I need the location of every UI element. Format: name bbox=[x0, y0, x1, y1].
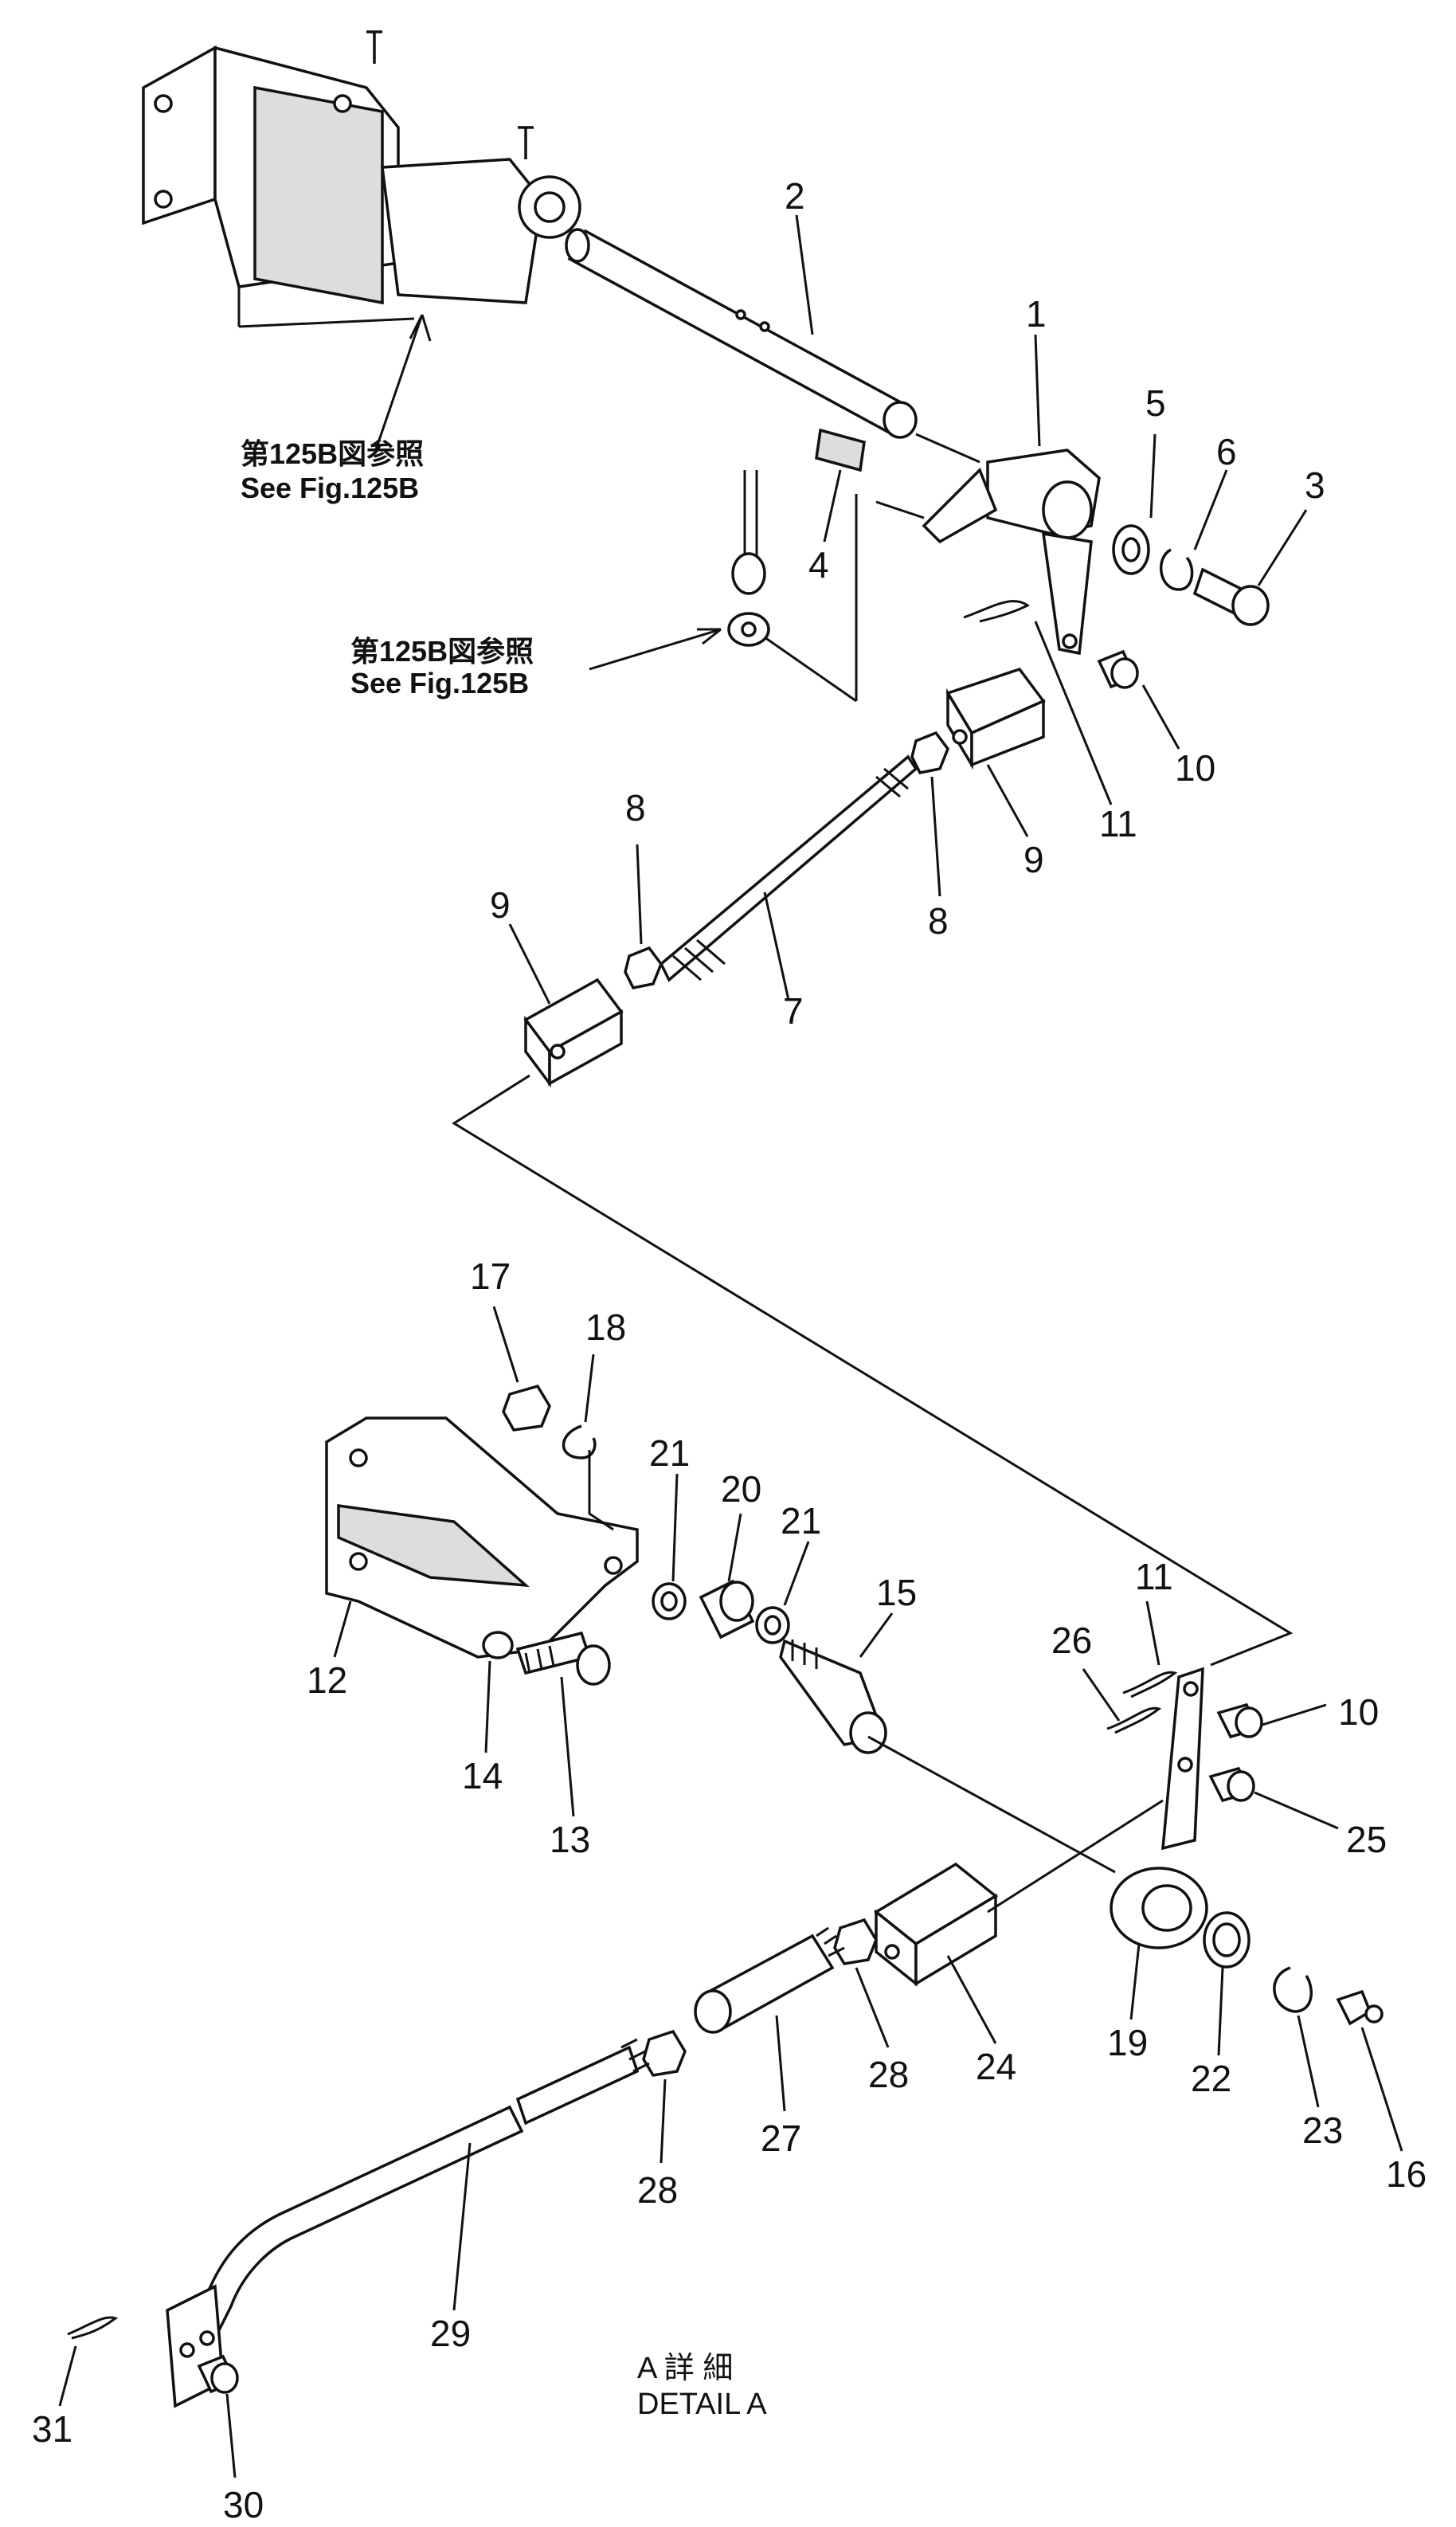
circlip-part-6 bbox=[1159, 548, 1194, 591]
reference-top-jp: 第125B図参照 bbox=[241, 437, 424, 470]
ref-arrow-top bbox=[373, 314, 432, 455]
clevis-part-24 bbox=[873, 1862, 999, 1987]
shaft-part-2 bbox=[565, 228, 980, 464]
part-label-21-left: 21 bbox=[649, 1432, 690, 1474]
part-label-2: 2 bbox=[785, 175, 805, 217]
part-label-10-lower: 10 bbox=[1338, 1691, 1379, 1733]
part-label-1: 1 bbox=[1026, 293, 1047, 335]
part-label-28-left: 28 bbox=[637, 2169, 678, 2211]
part-label-4: 4 bbox=[808, 544, 829, 586]
part-label-8-lower: 8 bbox=[928, 900, 949, 942]
part-label-3: 3 bbox=[1305, 464, 1325, 506]
part-label-8-upper: 8 bbox=[625, 787, 646, 829]
turnbuckle-part-27 bbox=[694, 1926, 845, 2034]
clevis-part-9-lower bbox=[523, 977, 624, 1088]
assembly-link-line bbox=[452, 1074, 1294, 1667]
washer-part-14 bbox=[482, 1631, 514, 1659]
part-label-16: 16 bbox=[1386, 2153, 1427, 2195]
part-label-26: 26 bbox=[1051, 1620, 1092, 1661]
part-label-5: 5 bbox=[1145, 382, 1166, 424]
bent-rod-part-29 bbox=[166, 2038, 650, 2408]
washer-part-18 bbox=[562, 1424, 597, 1459]
part-label-23: 23 bbox=[1302, 2110, 1343, 2151]
part-label-19: 19 bbox=[1107, 2022, 1148, 2063]
part-label-28-right: 28 bbox=[868, 2054, 909, 2095]
bearing-part-20 bbox=[699, 1579, 755, 1640]
nut-part-28-left bbox=[642, 2029, 687, 2077]
bracket-part-12 bbox=[325, 1416, 639, 1659]
cotter-pin-part-26 bbox=[1106, 1706, 1162, 1734]
reference-mid-en: See Fig.125B bbox=[350, 667, 529, 699]
part-label-24: 24 bbox=[976, 2046, 1016, 2087]
part-label-10-upper: 10 bbox=[1175, 747, 1215, 789]
part-label-11-upper: 11 bbox=[1099, 803, 1137, 844]
key-part-4 bbox=[815, 428, 866, 472]
part-label-13: 13 bbox=[550, 1819, 590, 1860]
part-label-15: 15 bbox=[876, 1572, 917, 1613]
threaded-rod-part-7 bbox=[659, 754, 918, 982]
part-label-22: 22 bbox=[1191, 2058, 1231, 2099]
part-label-25: 25 bbox=[1346, 1819, 1387, 1860]
reference-mid-jp: 第125B図参照 bbox=[350, 635, 534, 668]
part-label-17: 17 bbox=[470, 1256, 511, 1297]
rod-end-upper bbox=[727, 470, 858, 703]
part-label-31: 31 bbox=[32, 2408, 72, 2450]
detail-caption-jp: A 詳 細 bbox=[637, 2352, 733, 2385]
part-label-9-upper: 9 bbox=[1024, 839, 1044, 880]
nut-part-8-lower bbox=[624, 946, 663, 989]
part-label-29: 29 bbox=[430, 2313, 471, 2354]
bolt-part-3 bbox=[1192, 567, 1270, 626]
part-label-20: 20 bbox=[721, 1468, 761, 1510]
lever-part-19 bbox=[1110, 1667, 1208, 1949]
pin-part-25 bbox=[1208, 1766, 1255, 1803]
grease-fitting-part-16 bbox=[1336, 1989, 1384, 2026]
pin-part-30 bbox=[197, 2354, 239, 2394]
shaft-part-15 bbox=[779, 1639, 887, 1754]
nut-part-8-upper bbox=[910, 731, 949, 774]
part-label-14: 14 bbox=[462, 1755, 503, 1796]
pin-part-10-upper bbox=[1097, 649, 1139, 689]
part-label-12: 12 bbox=[307, 1659, 347, 1701]
pin-part-10-lower bbox=[1216, 1702, 1263, 1739]
part-label-21-right: 21 bbox=[781, 1500, 821, 1542]
part-label-6: 6 bbox=[1216, 431, 1237, 472]
bolt-part-13 bbox=[515, 1631, 611, 1686]
part-label-9-lower: 9 bbox=[490, 884, 511, 926]
nut-part-17 bbox=[502, 1384, 551, 1432]
lever-part-1 bbox=[875, 449, 1101, 656]
part-number-labels: 2 1 5 6 3 4 10 11 9 8 8 9 7 17 18 21 20 … bbox=[32, 175, 1427, 2525]
reference-top-en: See Fig.125B bbox=[241, 472, 419, 504]
detail-caption-en: DETAIL A bbox=[637, 2388, 767, 2421]
part-label-27: 27 bbox=[761, 2118, 801, 2159]
part-label-7: 7 bbox=[783, 990, 804, 1032]
part-label-11-lower: 11 bbox=[1135, 1556, 1173, 1597]
circlip-part-23 bbox=[1273, 1966, 1313, 2013]
nut-part-28-right bbox=[833, 1918, 878, 1965]
clevis-part-9-upper bbox=[945, 667, 1046, 770]
upper-housing-assembly bbox=[142, 30, 581, 328]
cotter-pin-part-31 bbox=[67, 2316, 119, 2340]
part-label-30: 30 bbox=[223, 2484, 264, 2525]
cotter-pin-part-11-upper bbox=[963, 600, 1030, 623]
part-label-18: 18 bbox=[585, 1307, 626, 1348]
ref-arrow-mid bbox=[589, 628, 722, 671]
cotter-pin-part-11-lower bbox=[1122, 1671, 1178, 1698]
